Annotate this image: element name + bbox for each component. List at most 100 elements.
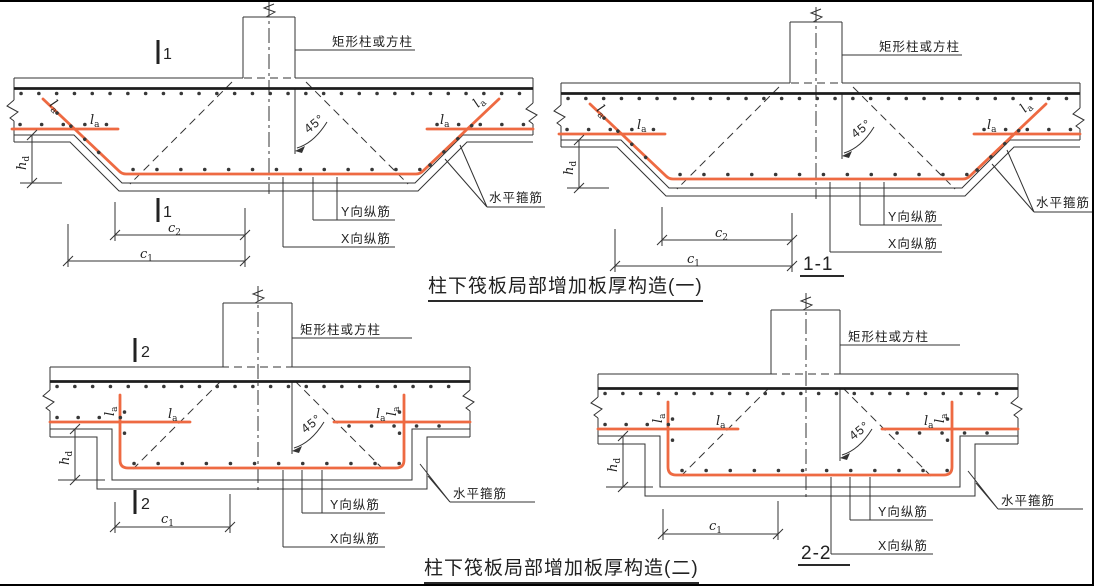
- angle-arc: [841, 428, 873, 456]
- thickening-depth-label: hd: [15, 156, 32, 170]
- y-bars-leader: [312, 177, 395, 221]
- thickening-depth-label: hd: [606, 458, 623, 472]
- concrete-outline-group: [553, 7, 1085, 199]
- y-bars-label: Y向纵筋: [330, 497, 380, 512]
- y-bars-leader: [859, 182, 942, 226]
- rebar-section-dots-group: [603, 391, 1016, 473]
- concrete-outline-group: [6, 2, 538, 194]
- hd-dimension: [58, 423, 105, 486]
- load-spread-dashed-left: [129, 81, 233, 185]
- detail-title-one: 柱下筏板局部增加板厚构造(一): [428, 271, 703, 302]
- stirrup-label: 水平箍筋: [1036, 195, 1090, 210]
- dimension-group: [606, 430, 784, 540]
- dimension-group: [567, 134, 798, 272]
- c1-dimension: [657, 501, 784, 540]
- diagram-taper-section-1-1: 矩形柱或方柱 45° la la la la hd c2 c1 Y向纵筋 X向纵…: [547, 7, 1092, 294]
- right-break-icon: [462, 389, 475, 412]
- right-diagonal-dots: [428, 111, 487, 167]
- angle-arrowhead: [842, 151, 852, 158]
- left-diagonal-dots: [55, 111, 114, 167]
- leader-lines-group: [282, 49, 545, 248]
- angle-arrowhead: [840, 453, 850, 460]
- stirrup-line: [598, 435, 1018, 488]
- anchor-length-label-right: la: [440, 113, 450, 130]
- anchor-length-label-left: la: [637, 118, 647, 135]
- x-bars-leader: [282, 177, 395, 248]
- left-break-icon: [590, 396, 603, 419]
- section-cut-label-1-1: 1-1: [800, 254, 844, 277]
- column-label: 矩形柱或方柱: [332, 34, 413, 49]
- column-label: 矩形柱或方柱: [300, 322, 381, 337]
- load-spread-dashed-right: [842, 387, 932, 477]
- rebar-section-dots-group: [55, 384, 468, 466]
- x-bars-label: X向纵筋: [888, 236, 938, 251]
- rebar-group: [596, 400, 1020, 477]
- anchor-length-label-vert-right: la: [933, 413, 950, 423]
- concrete-outline-group: [590, 293, 1023, 501]
- right-break-icon: [1072, 107, 1085, 130]
- angle-arrowhead: [295, 146, 305, 153]
- detail-title-two: 柱下筏板局部增加板厚构造(二): [424, 553, 699, 584]
- slab-bottom-outline: [14, 141, 533, 192]
- x-bars-leader: [282, 470, 385, 548]
- load-spread-dashed-right: [305, 81, 409, 185]
- c1-dimension: [62, 224, 251, 267]
- c2-dimension: [656, 207, 798, 272]
- c1-dimension: [109, 494, 236, 533]
- right-break-icon: [1010, 396, 1023, 419]
- diagram-step-section-2-2: 矩形柱或方柱 45° la la la la hd c1 Y向纵筋 X向纵筋 水…: [548, 289, 1092, 584]
- stirrup-leader: [967, 470, 1083, 510]
- x-bars-label: X向纵筋: [878, 538, 928, 553]
- thickening-bottom-bar: [588, 102, 1048, 181]
- c2-label: c2: [168, 221, 181, 238]
- angle-label: 45°: [846, 418, 872, 443]
- x-bars-leader: [829, 182, 942, 253]
- load-spread-dashed-right: [852, 86, 956, 190]
- section-mark-2-top: 2: [133, 338, 150, 362]
- y-bars-leader: [849, 477, 933, 521]
- stirrup-line: [561, 139, 1080, 189]
- c1-label: c1: [161, 512, 174, 529]
- anchor-length-label-left: la: [716, 414, 726, 431]
- c2-dimension: [109, 202, 251, 267]
- left-break-icon: [6, 99, 19, 122]
- thickening-depth-label: hd: [562, 161, 579, 175]
- diagram-step-with-marks: 矩形柱或方柱 45° la la la la hd c1 Y向纵筋 X向纵筋 水…: [0, 282, 545, 584]
- column-outline: [222, 302, 293, 367]
- angle-label: 45°: [298, 411, 324, 436]
- right-diagonal-dots: [975, 116, 1034, 172]
- anchor-length-label-vert-right: la: [385, 406, 402, 416]
- y-bars-leader: [301, 470, 385, 514]
- c1-label: c1: [709, 519, 722, 536]
- stirrup-label: 水平箍筋: [489, 190, 543, 205]
- rebar-group: [48, 393, 472, 470]
- stirrup-leader: [991, 149, 1092, 213]
- section-mark-1-bottom-number: 1: [163, 204, 172, 221]
- slab-bottom-outline: [50, 436, 470, 490]
- anchor-length-label-left: la: [90, 113, 100, 130]
- c1-label: c1: [140, 247, 153, 264]
- y-bars-label: Y向纵筋: [878, 504, 928, 519]
- cut-2-2-text: 2-2: [801, 543, 831, 564]
- load-spread-dashed-left: [132, 380, 222, 470]
- angle-label: 45°: [848, 116, 874, 141]
- stirrup-leader: [444, 144, 545, 208]
- dimension-group: [20, 129, 251, 267]
- dimension-group: [58, 423, 236, 533]
- anchor-length-label-vert-left: la: [651, 413, 668, 423]
- column-label: 矩形柱或方柱: [879, 39, 960, 54]
- c1-dimension: [609, 229, 798, 272]
- x-bars-label: X向纵筋: [341, 231, 391, 246]
- anchor-length-label-right: la: [987, 118, 997, 135]
- slab-bottom-outline: [598, 443, 1018, 497]
- angle-arc: [293, 421, 325, 449]
- anchor-length-label-left: la: [168, 407, 178, 424]
- load-spread-dashed-left: [680, 387, 770, 477]
- hd-dimension: [20, 129, 62, 189]
- anchor-length-label-vert-left: la: [103, 406, 120, 416]
- c2-label: c2: [715, 226, 728, 243]
- stirrup-line: [14, 134, 533, 184]
- section-mark-1-top: 1: [156, 40, 172, 64]
- angle-arrowhead: [292, 446, 302, 453]
- section-mark-2-bottom: 2: [133, 490, 150, 514]
